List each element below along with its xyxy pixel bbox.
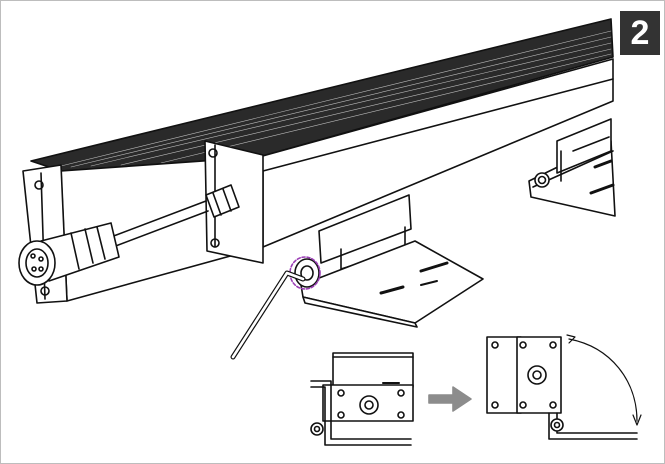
mounting-bracket: [300, 194, 484, 328]
adjustment-screw: [289, 256, 321, 290]
bracket-detail-before: [310, 352, 414, 446]
bracket-detail-after: [486, 336, 638, 440]
curved-double-arrow-icon: [566, 334, 642, 426]
cable-gland: [110, 184, 240, 248]
rear-fixture-segment: [528, 118, 616, 217]
allen-key-icon: [230, 270, 306, 360]
right-arrow-icon: [428, 386, 472, 412]
step-number-badge: 2: [620, 11, 660, 55]
connector-plug: [18, 222, 120, 286]
